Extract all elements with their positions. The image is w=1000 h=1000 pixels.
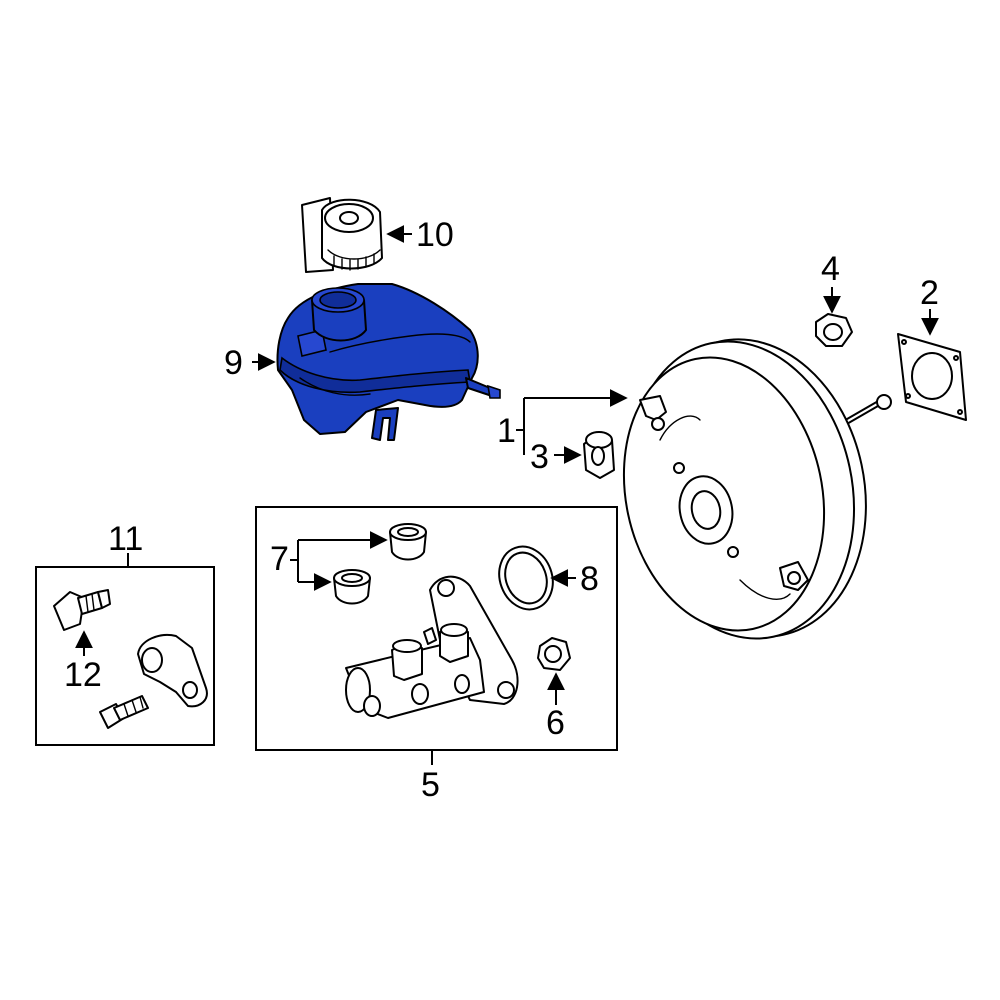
master-cylinder-body-part[interactable] (345, 575, 519, 719)
booster-gasket-part[interactable] (897, 333, 967, 421)
reservoir-cap-part[interactable] (301, 197, 383, 273)
callout-11[interactable]: 11 (108, 520, 143, 558)
callout-3[interactable]: 3 (530, 438, 549, 476)
reservoir-seal-lower-part[interactable] (333, 569, 371, 605)
brake-fluid-level-switch-part[interactable] (53, 589, 111, 631)
master-cylinder-o-ring-part[interactable] (491, 539, 562, 617)
callout-4[interactable]: 4 (821, 250, 840, 288)
brake-fluid-reservoir-part[interactable] (276, 283, 501, 441)
callout-5[interactable]: 5 (421, 766, 440, 804)
sensor-bracket-part[interactable] (137, 634, 208, 708)
callout-12[interactable]: 12 (64, 656, 102, 694)
callout-1[interactable]: 1 (497, 412, 516, 450)
sensor-bolt-part[interactable] (99, 695, 149, 729)
sensor-kit-box (35, 566, 215, 746)
master-cylinder-kit-box (255, 506, 618, 751)
callout-10[interactable]: 10 (416, 216, 454, 254)
callout-7[interactable]: 7 (270, 540, 289, 578)
booster-grommet-part[interactable] (583, 431, 615, 479)
callout-9[interactable]: 9 (224, 344, 243, 382)
callout-6[interactable]: 6 (546, 704, 565, 742)
booster-nut-part[interactable] (815, 313, 853, 347)
master-cylinder-nut-part[interactable] (537, 637, 571, 671)
brake-booster-part[interactable] (599, 318, 892, 660)
callout-2[interactable]: 2 (920, 274, 939, 312)
reservoir-seal-upper-part[interactable] (389, 523, 427, 561)
callout-8[interactable]: 8 (580, 560, 599, 598)
